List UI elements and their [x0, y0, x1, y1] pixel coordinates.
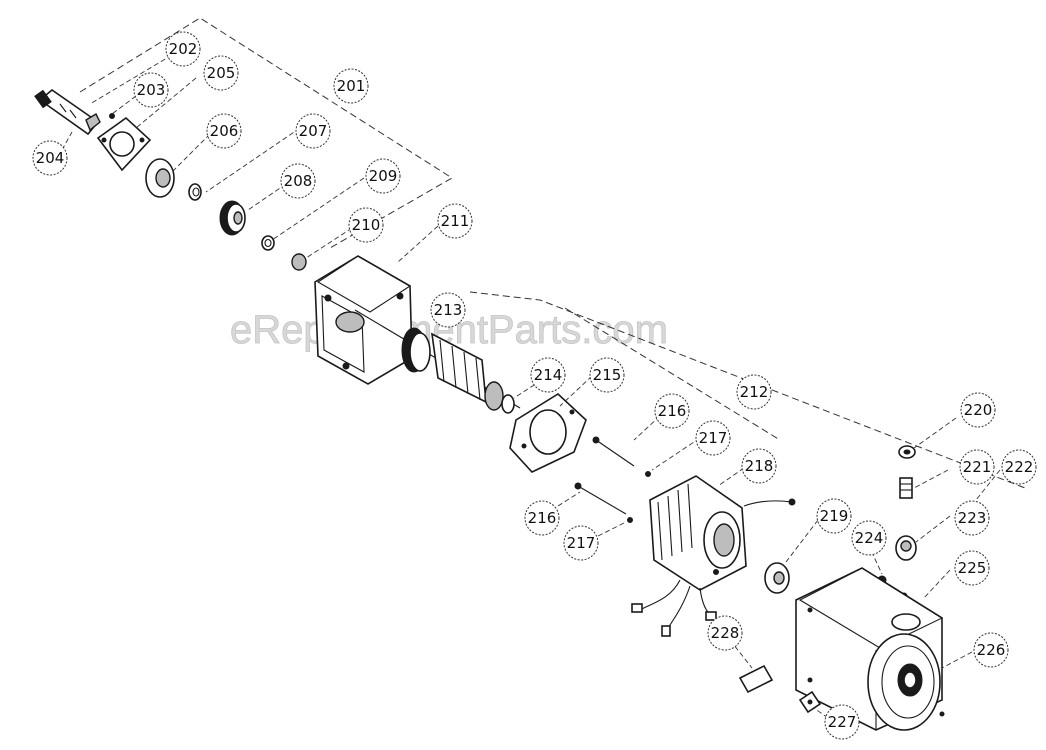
- svg-text:218: 218: [745, 457, 774, 475]
- svg-text:212: 212: [740, 383, 769, 401]
- svg-text:216: 216: [658, 402, 687, 420]
- part-215-plate: [509, 392, 587, 473]
- part-small-ring: [188, 183, 202, 201]
- callout-227: 227: [824, 704, 860, 740]
- svg-text:211: 211: [441, 212, 470, 230]
- svg-text:208: 208: [284, 172, 313, 190]
- part-216-bolt-upper: [592, 436, 635, 467]
- callout-214: 214: [530, 357, 566, 393]
- svg-text:214: 214: [534, 366, 563, 384]
- callout-223: 223: [954, 500, 990, 536]
- svg-text:223: 223: [958, 509, 987, 527]
- callout-217-lower: 217: [563, 525, 599, 561]
- callout-206: 206: [206, 113, 242, 149]
- callout-228: 228: [707, 615, 743, 651]
- part-216-bolt-lower: [574, 482, 627, 515]
- part-220-cap: [898, 445, 916, 459]
- svg-text:206: 206: [210, 122, 239, 140]
- svg-text:224: 224: [855, 529, 884, 547]
- part-204-shaft: [34, 88, 101, 136]
- svg-text:220: 220: [964, 401, 993, 419]
- part-227-clamp: [798, 690, 822, 714]
- callout-203: 203: [133, 72, 169, 108]
- svg-text:219: 219: [820, 507, 849, 525]
- callout-220: 220: [960, 392, 996, 428]
- svg-text:216: 216: [528, 509, 557, 527]
- callout-211: 211: [437, 203, 473, 239]
- callout-216-lower: 216: [524, 500, 560, 536]
- group-bracket-212-inner: [564, 307, 781, 441]
- callout-224: 224: [851, 520, 887, 556]
- part-228-label-plate: [738, 664, 774, 694]
- svg-text:217: 217: [699, 429, 728, 447]
- group-bracket-212: [469, 291, 1026, 489]
- svg-text:213: 213: [434, 301, 463, 319]
- group-bracket-201: [79, 17, 453, 249]
- svg-text:201: 201: [337, 77, 366, 95]
- svg-text:209: 209: [369, 167, 398, 185]
- callout-207: 207: [295, 113, 331, 149]
- part-218-field-coil: [631, 475, 796, 637]
- callout-201: 201: [333, 68, 369, 104]
- svg-text:226: 226: [977, 641, 1006, 659]
- callout-209: 209: [365, 158, 401, 194]
- callout-217-upper: 217: [695, 420, 731, 456]
- svg-text:225: 225: [958, 559, 987, 577]
- svg-text:227: 227: [828, 713, 857, 731]
- svg-text:205: 205: [207, 64, 236, 82]
- part-bushing: [291, 253, 307, 271]
- callout-202: 202: [165, 31, 201, 67]
- callout-219: 219: [816, 498, 852, 534]
- svg-text:202: 202: [169, 40, 198, 58]
- part-205-plate: [96, 116, 152, 172]
- callout-212: 212: [736, 374, 772, 410]
- callout-222: 222: [1001, 449, 1037, 485]
- callout-215: 215: [589, 357, 625, 393]
- callout-216-upper: 216: [654, 393, 690, 429]
- part-221-spring: [899, 477, 913, 499]
- callout-205: 205: [203, 55, 239, 91]
- part-223-brush-holder: [895, 535, 917, 561]
- part-washer: [261, 235, 275, 251]
- svg-text:215: 215: [593, 366, 622, 384]
- svg-text:221: 221: [963, 458, 992, 476]
- svg-text:204: 204: [36, 149, 65, 167]
- callout-218: 218: [741, 448, 777, 484]
- svg-text:207: 207: [299, 122, 328, 140]
- svg-text:210: 210: [352, 216, 381, 234]
- part-217-washers: [627, 471, 651, 523]
- svg-text:217: 217: [567, 534, 596, 552]
- callout-213: 213: [430, 292, 466, 328]
- svg-text:222: 222: [1005, 458, 1034, 476]
- part-213-armature: [354, 309, 521, 414]
- callout-210: 210: [348, 207, 384, 243]
- callout-221: 221: [959, 449, 995, 485]
- part-206-bearing: [145, 158, 175, 198]
- callout-204: 204: [32, 140, 68, 176]
- part-226-end-cap: [867, 633, 945, 731]
- callout-226: 226: [973, 632, 1009, 668]
- leader-lines: [61, 54, 1001, 719]
- callout-208: 208: [280, 163, 316, 199]
- callout-225: 225: [954, 550, 990, 586]
- svg-text:203: 203: [137, 81, 166, 99]
- part-219-bearing: [764, 562, 790, 594]
- part-211-gear-housing: [314, 255, 413, 385]
- svg-text:228: 228: [711, 624, 740, 642]
- part-208-gear: [219, 200, 246, 236]
